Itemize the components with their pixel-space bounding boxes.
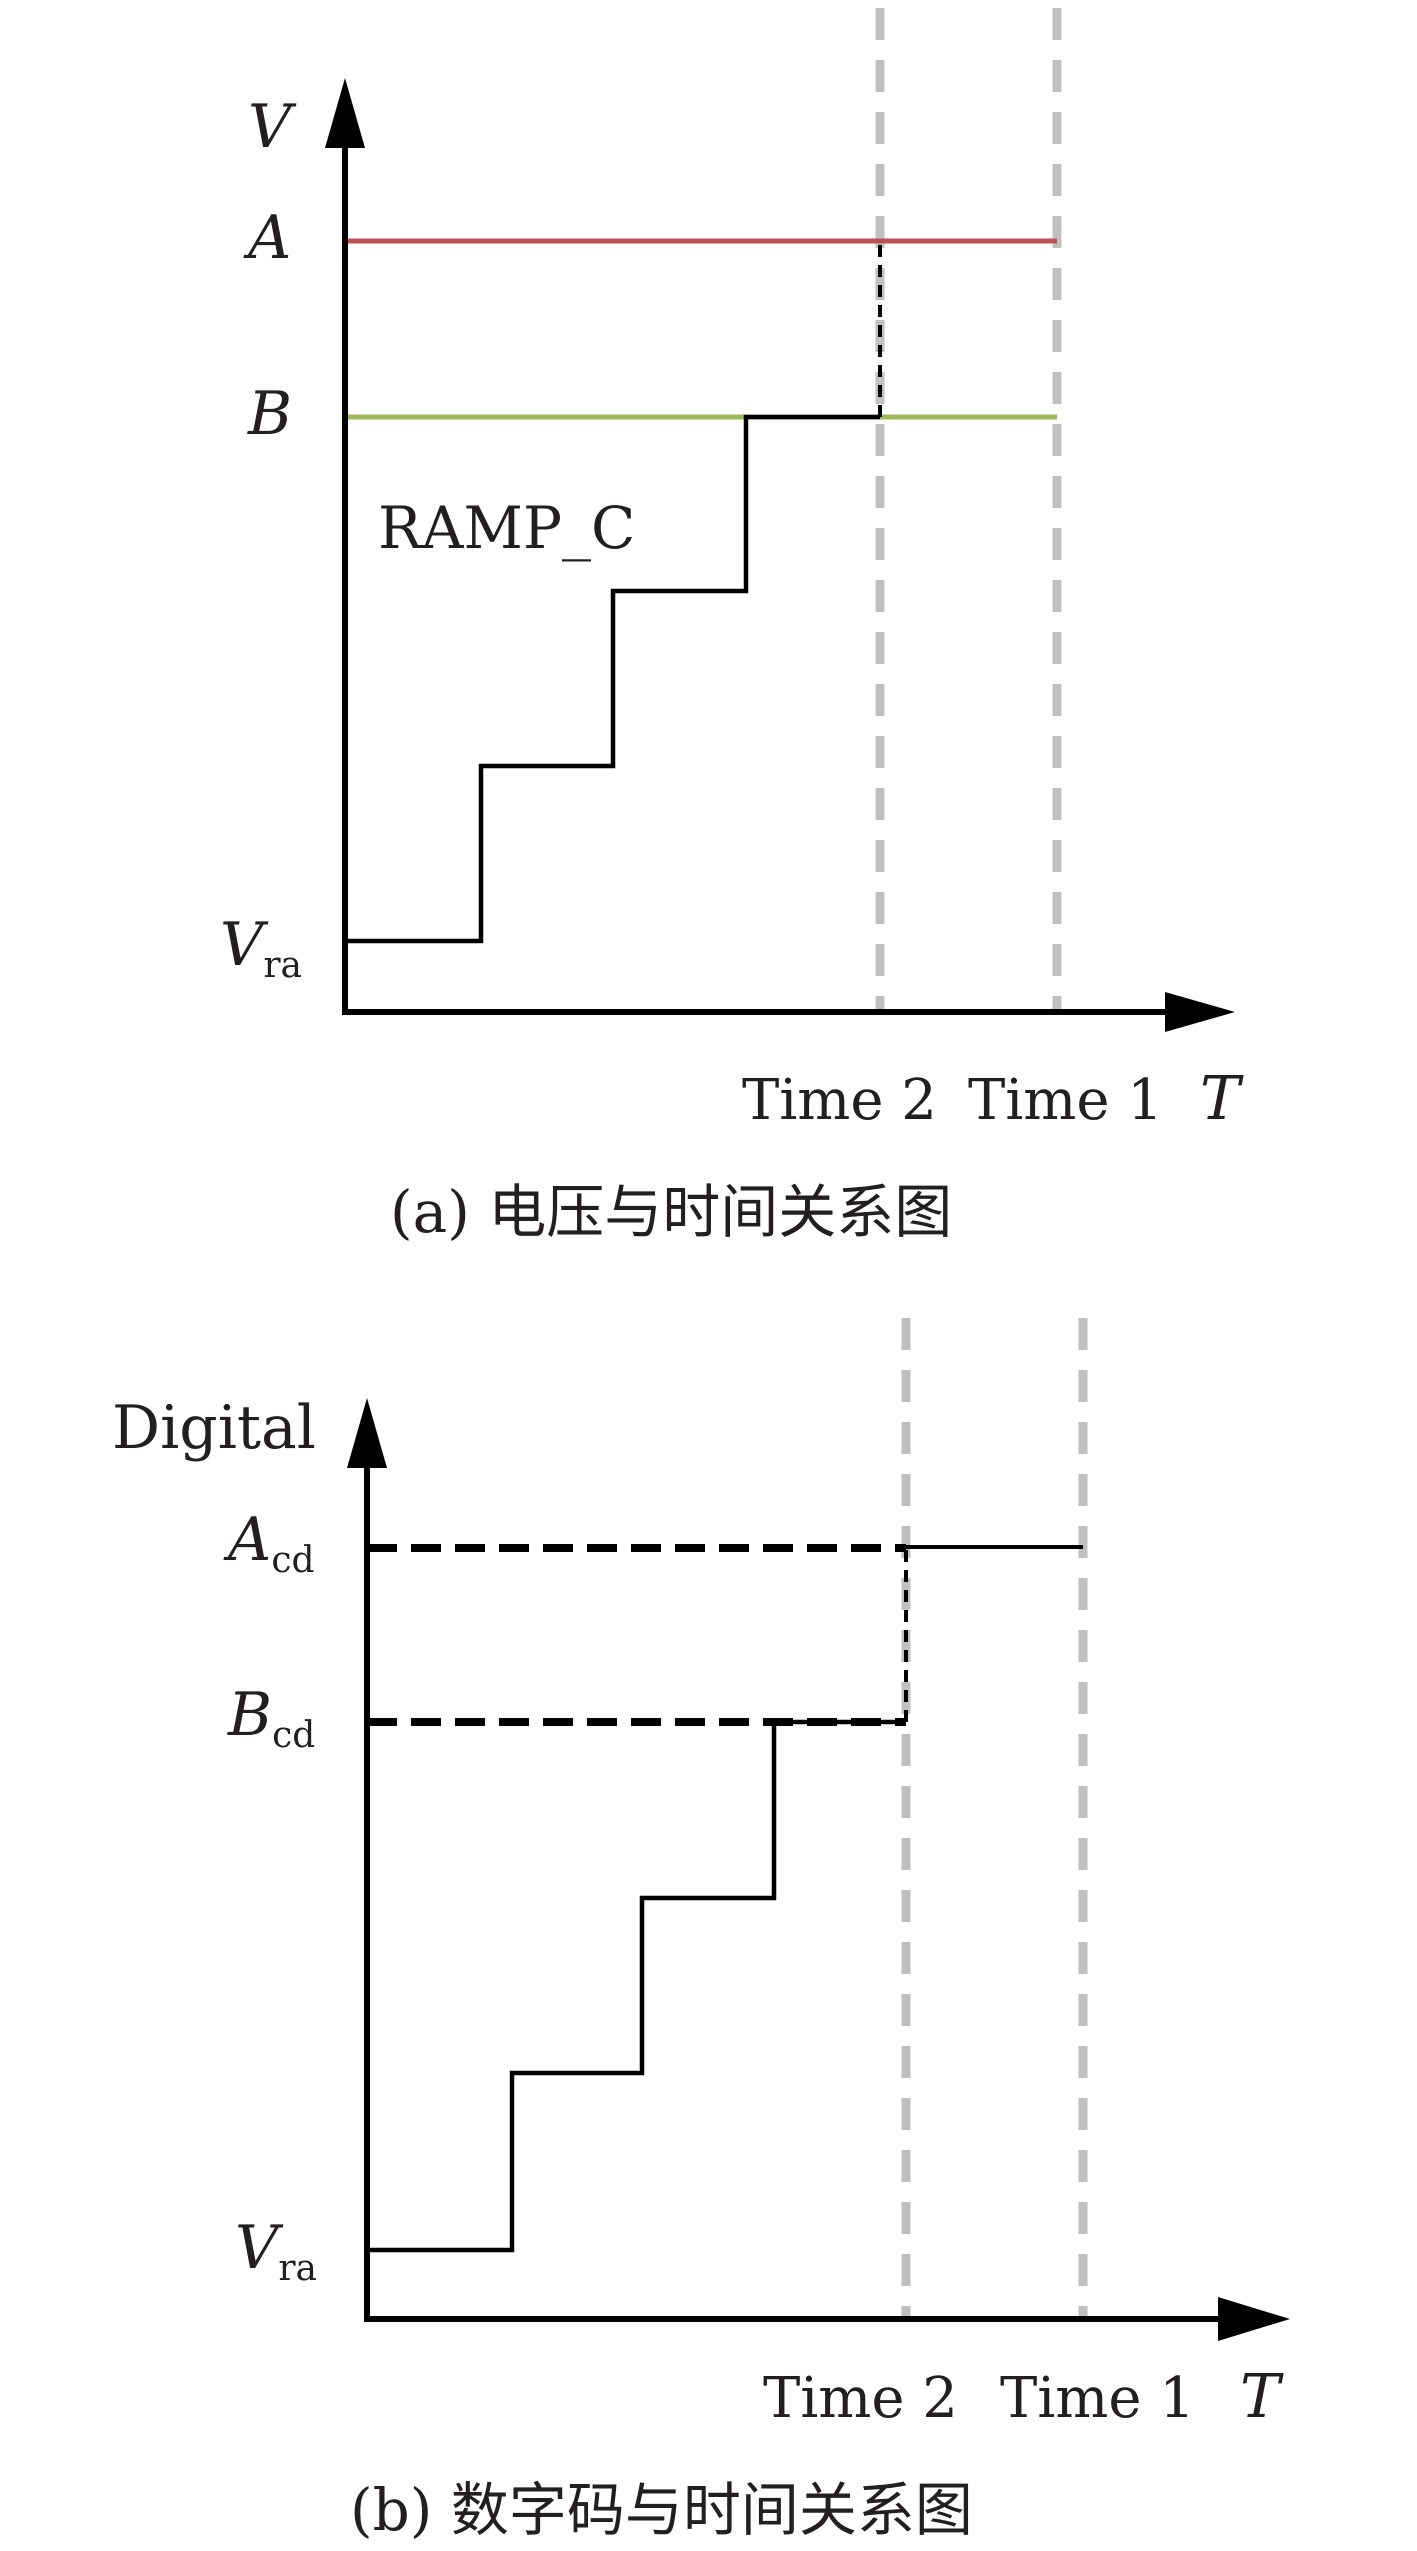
panel-b-level-a-label-main: A bbox=[223, 1505, 271, 1575]
panel-b-level-b-label: Bcd bbox=[227, 1680, 315, 1756]
panel-b-start-label-sub: ra bbox=[278, 2248, 317, 2289]
panel-b-level-a-label: Acd bbox=[223, 1505, 315, 1581]
panel-b-x-axis-label: T bbox=[1240, 2362, 1284, 2432]
panel-a-level-b-label: B bbox=[247, 379, 292, 449]
panel-a-x-tick-time2: Time 2 bbox=[742, 1068, 937, 1133]
panel-b-x-tick-time2: Time 2 bbox=[763, 2366, 958, 2431]
panel-b-digital-staircase bbox=[367, 1719, 906, 2253]
panel-a: V A B RAMP_C Vra Time 2 Time 1 T (a) 电压与… bbox=[220, 8, 1244, 1246]
panel-a-start-label: Vra bbox=[220, 910, 302, 986]
panel-b-x-tick-time1: Time 1 bbox=[1000, 2366, 1195, 2431]
panel-b-start-label-main: V bbox=[235, 2213, 284, 2283]
panel-a-x-tick-time1: Time 1 bbox=[968, 1068, 1163, 1133]
panel-a-ramp-label: RAMP_C bbox=[378, 494, 635, 562]
panel-a-ramp-staircase bbox=[345, 414, 880, 944]
panel-b-level-b-label-main: B bbox=[227, 1680, 272, 1750]
panel-b: Digital Acd Bcd Vra Time 2 Time 1 T (b) … bbox=[112, 1318, 1290, 2544]
panel-a-x-axis-arrow bbox=[1165, 992, 1235, 1032]
panel-b-caption: (b) 数字码与时间关系图 bbox=[350, 2476, 973, 2544]
panel-a-y-axis-label: V bbox=[248, 92, 297, 162]
panel-a-level-a-label: A bbox=[243, 203, 291, 273]
panel-a-x-axis-label: T bbox=[1200, 1064, 1244, 1134]
panel-a-start-label-sub: ra bbox=[263, 945, 302, 986]
panel-b-level-a-label-sub: cd bbox=[271, 1540, 314, 1581]
panel-a-y-axis-arrow bbox=[325, 78, 365, 148]
panel-a-caption: (a) 电压与时间关系图 bbox=[390, 1178, 952, 1246]
panel-b-y-axis-arrow bbox=[347, 1398, 387, 1468]
panel-b-x-axis-arrow bbox=[1218, 2297, 1290, 2341]
panel-b-level-b-label-sub: cd bbox=[272, 1715, 315, 1756]
panel-b-y-axis-label: Digital bbox=[112, 1393, 316, 1463]
panel-a-start-label-main: V bbox=[220, 910, 269, 980]
panel-b-start-label: Vra bbox=[235, 2213, 317, 2289]
